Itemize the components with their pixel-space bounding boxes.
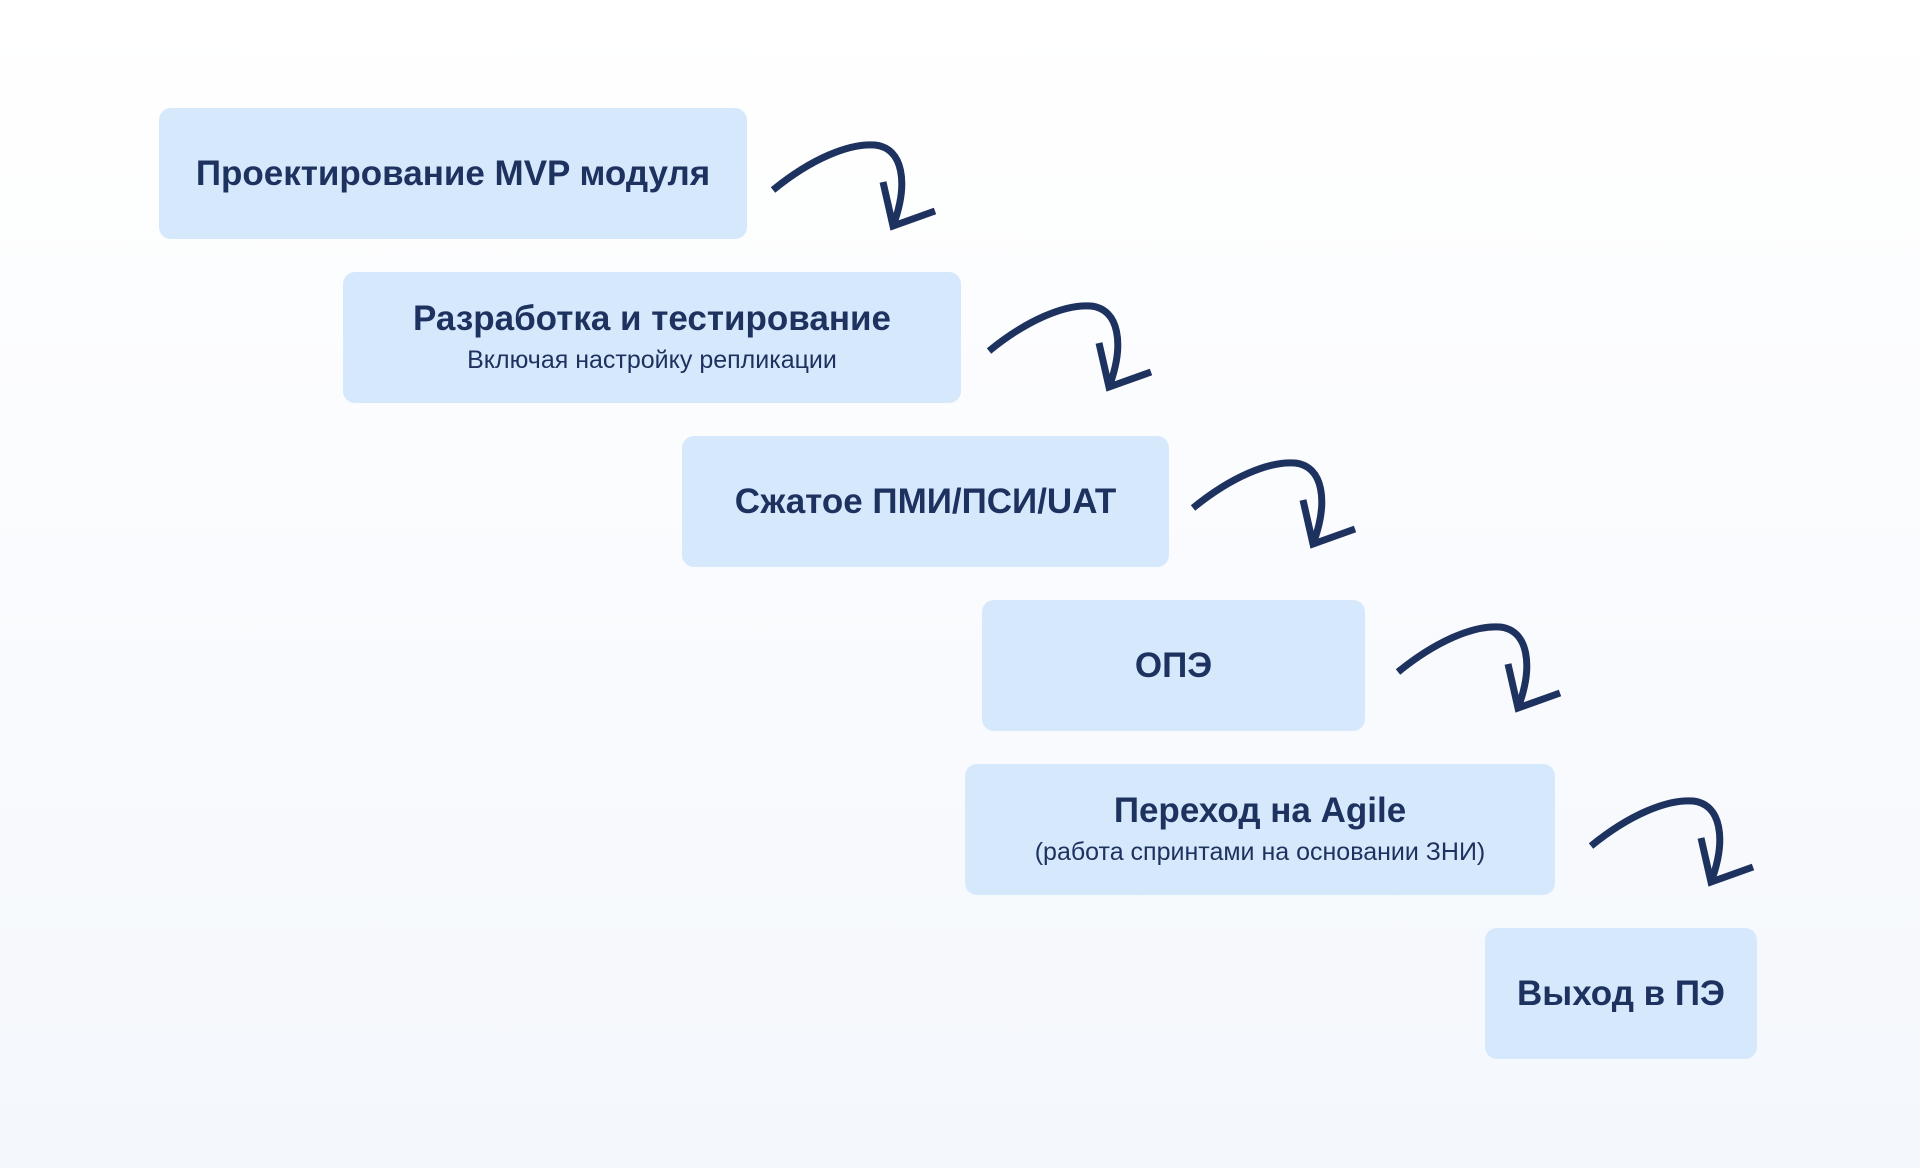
curved-arrow-icon [1589,797,1755,887]
curved-arrow-icon [1396,623,1562,713]
step-subtitle: Включая настройку репликации [467,346,837,375]
step-title: Переход на Agile [1113,791,1407,831]
step-subtitle: (работа спринтами на основании ЗНИ) [1034,838,1486,867]
curved-arrow-icon [987,302,1153,392]
step-title: Сжатое ПМИ/ПСИ/UAT [734,481,1117,521]
step-mvp-design: Проектирование MVP модуля [159,108,747,239]
step-title: Разработка и тестирование [413,299,891,339]
curved-arrow-icon [1191,459,1357,549]
curved-arrow-icon [771,141,937,231]
step-title: Проектирование MVP модуля [195,153,711,193]
step-development-testing: Разработка и тестирование Включая настро… [343,272,961,403]
step-compressed-testing: Сжатое ПМИ/ПСИ/UAT [682,436,1169,567]
step-title: ОПЭ [1134,645,1213,685]
step-agile-transition: Переход на Agile (работа спринтами на ос… [965,764,1555,895]
step-production-release: Выход в ПЭ [1485,928,1757,1059]
step-title: Выход в ПЭ [1517,973,1725,1013]
step-ope: ОПЭ [982,600,1365,731]
